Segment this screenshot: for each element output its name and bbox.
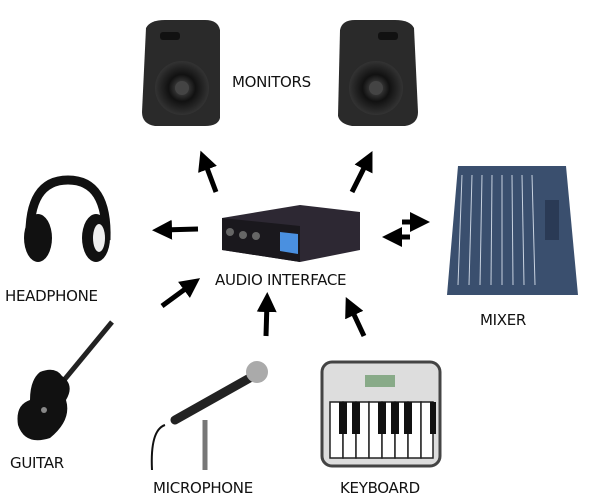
mixer-device	[447, 166, 578, 295]
monitors-label: MONITORS	[232, 73, 311, 91]
arrow-from-guitar	[160, 278, 201, 309]
microphone-label: MICROPHONE	[153, 479, 253, 497]
microphone-icon	[150, 361, 268, 471]
keyboard-icon	[320, 360, 442, 468]
keyboard-label: KEYBOARD	[340, 479, 420, 497]
monitor-left	[142, 20, 220, 126]
headphone-label: HEADPHONE	[5, 287, 98, 305]
arrow-to-monitor-left	[198, 150, 219, 193]
guitar-label: GUITAR	[10, 454, 64, 472]
monitor-right	[338, 20, 418, 126]
headphone-icon	[24, 175, 111, 262]
mixer-label: MIXER	[480, 311, 527, 329]
arrow-from-microphone	[256, 292, 277, 337]
guitar-icon	[17, 320, 114, 441]
audio-interface-device	[222, 205, 360, 262]
audio-interface-label: AUDIO INTERFACE	[215, 271, 347, 289]
arrow-to-headphone	[152, 219, 199, 240]
arrow-from-keyboard	[345, 296, 367, 338]
arrow-to-monitor-right	[349, 151, 373, 194]
